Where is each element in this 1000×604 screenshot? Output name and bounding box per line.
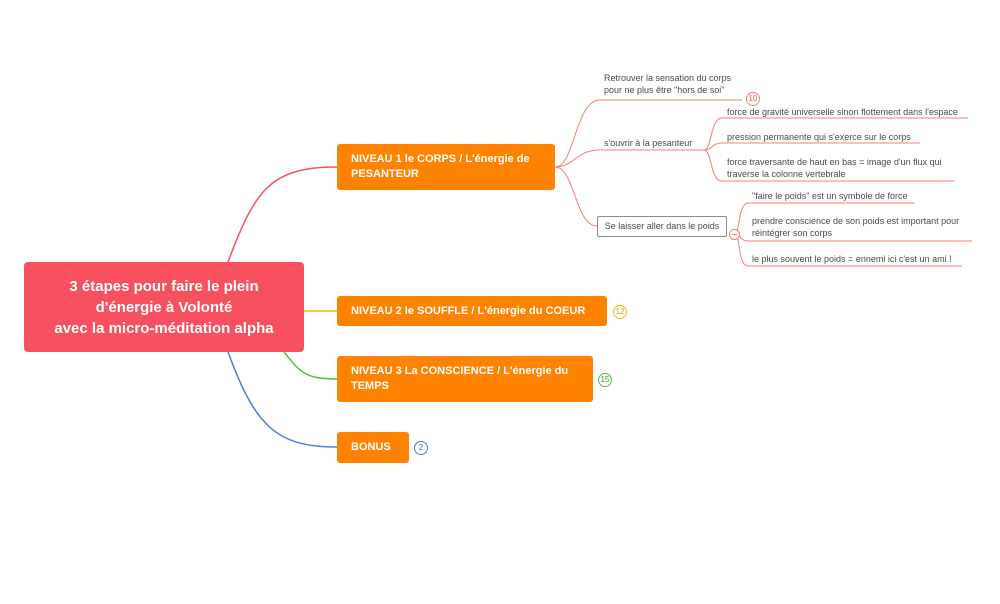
edge-root-niveau1 [227,166,338,263]
edge-root-niveau3 [283,351,338,380]
edge-niveau1-sub2 [554,149,704,168]
edge-sub2-child1 [703,117,968,151]
leaf-pression-permanente[interactable]: pression permanente qui s'exerce sur le … [727,132,911,142]
leaf-faire-le-poids[interactable]: "faire le poids" est un symbole de force [752,191,908,201]
leaf-poids-ami[interactable]: le plus souvent le poids = ennemi ici c'… [752,254,952,264]
branch-bonus-count-badge[interactable]: 2 [414,441,428,455]
edge-sub2-child2 [703,142,920,151]
branch-bonus[interactable]: BONUS [337,432,409,463]
branch-label-line: PESANTEUR [351,168,419,180]
subtopic-laisser-aller-poids[interactable]: Se laisser aller dans le poids [597,216,727,237]
edge-niveau1-sub1 [554,99,742,168]
branch-label-line: NIVEAU 1 le CORPS / L'énergie de [351,153,530,165]
collapse-toggle[interactable] [729,229,740,240]
leaf-force-gravite[interactable]: force de gravité universelle sinon flott… [727,107,958,117]
branch-niveau3-count-badge[interactable]: 15 [598,373,612,387]
subtopic-retrouver-sensation[interactable]: Retrouver la sensation du corps pour ne … [604,73,732,95]
branch-label-line: NIVEAU 3 La CONSCIENCE / L'énergie du [351,365,569,377]
central-topic-line: d'énergie à Volonté [95,298,233,316]
branch-niveau2[interactable]: NIVEAU 2 le SOUFFLE / L'énergie du COEUR [337,296,607,326]
branch-niveau3[interactable]: NIVEAU 3 La CONSCIENCE / L'énergie du TE… [337,356,593,402]
edge-niveau1-sub3 [554,166,598,227]
leaf-prendre-conscience[interactable]: prendre conscience de son poids est impo… [752,216,960,238]
branch-label-line: TEMPS [351,380,389,392]
subtopic-retrouver-count-badge[interactable]: 10 [746,92,760,106]
central-topic-line: 3 étapes pour faire le plein [69,277,259,295]
leaf-force-traversante[interactable]: force traversante de haut en bas = image… [727,157,942,179]
central-topic-line: avec la micro-méditation alpha [54,319,274,337]
central-topic[interactable]: 3 étapes pour faire le plein d'énergie à… [24,262,304,352]
branch-label-line: BONUS [351,441,391,453]
subtopic-ouvrir-pesanteur[interactable]: s'ouvrir à la pesanteur [604,138,693,148]
edge-root-bonus [227,351,338,448]
branch-niveau1[interactable]: NIVEAU 1 le CORPS / L'énergie de PESANTE… [337,144,555,190]
edge-sub2-child3 [703,149,955,182]
branch-niveau2-count-badge[interactable]: 12 [613,305,627,319]
branch-label-line: NIVEAU 2 le SOUFFLE / L'énergie du COEUR [351,304,586,317]
